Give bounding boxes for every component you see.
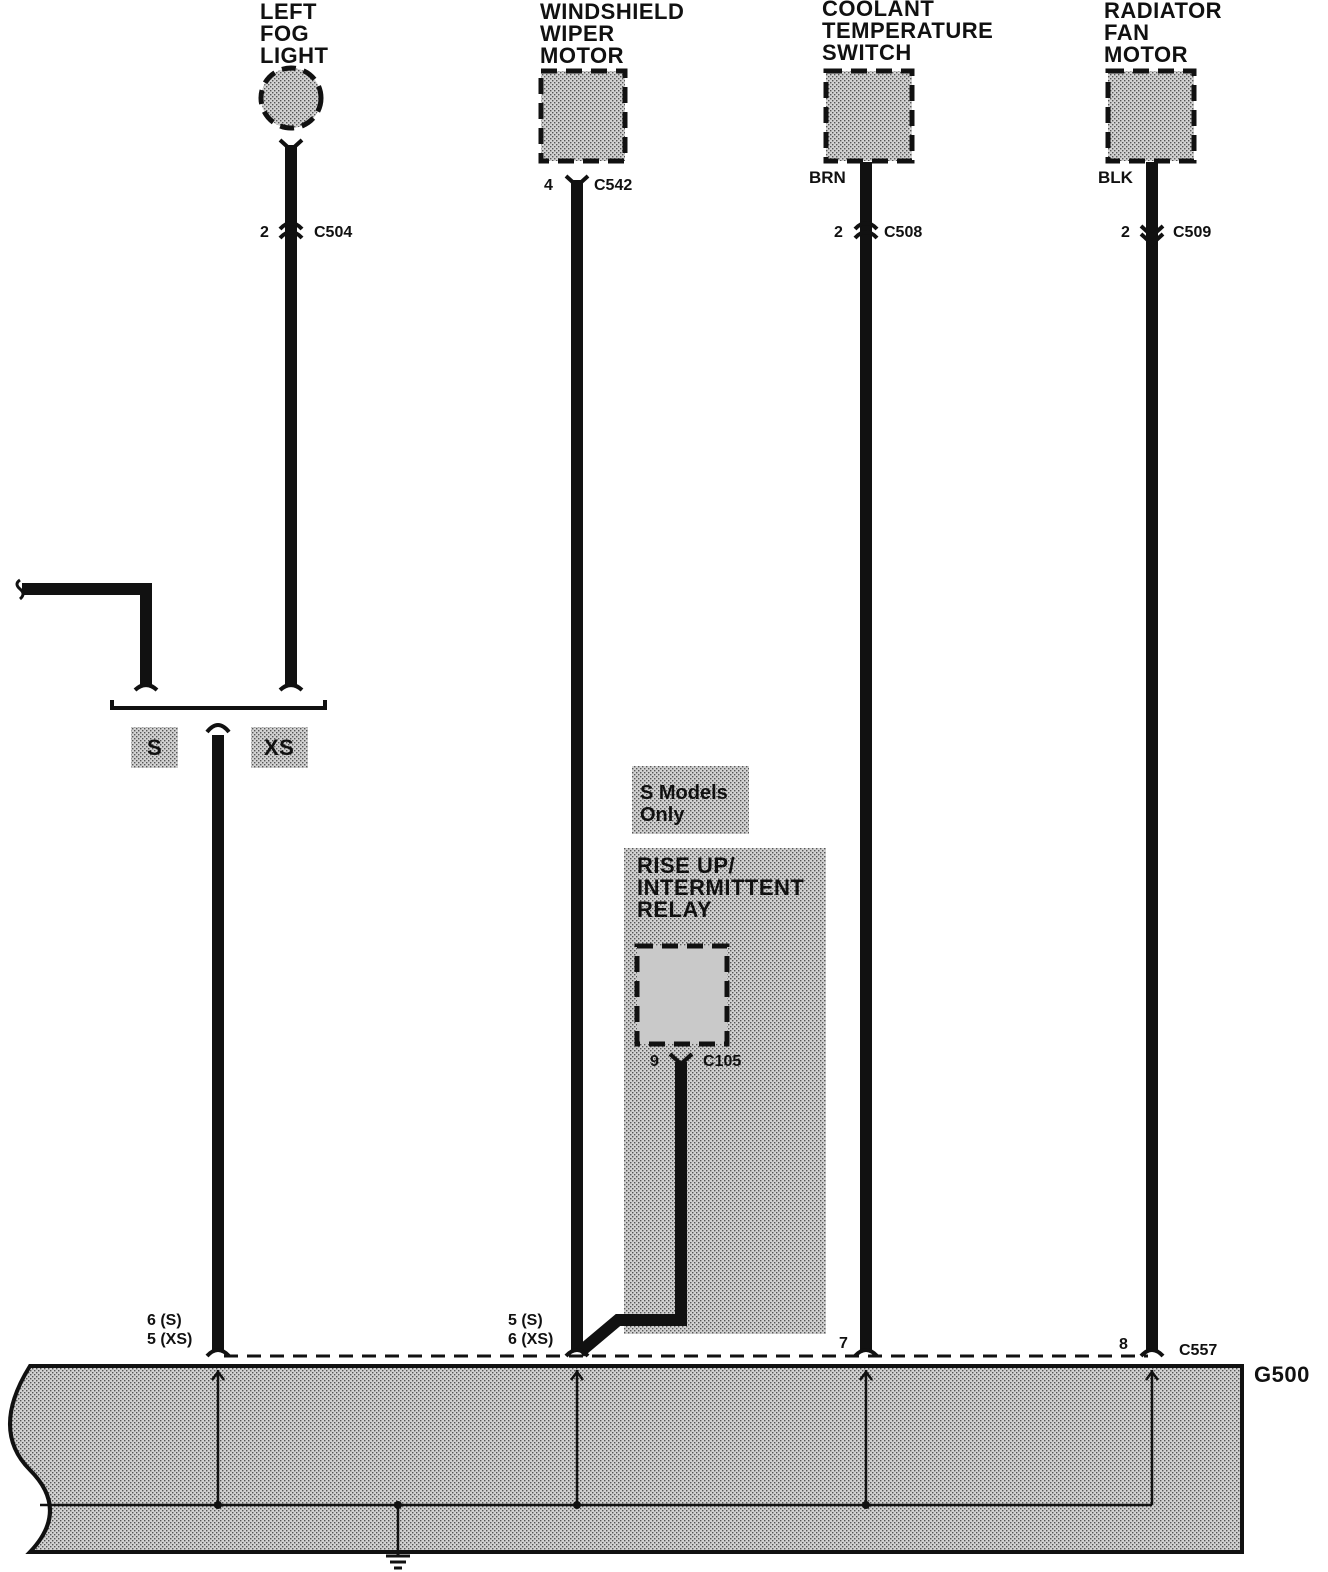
relay-symbol (634, 943, 730, 1047)
s-model-feed-wire (22, 583, 152, 686)
relay-region (624, 848, 826, 1334)
ground-bus-arrows (211, 1369, 1159, 1381)
splice-bar (110, 683, 327, 734)
c508-label: C508 (884, 224, 922, 241)
coolant-temperature-switch-symbol (823, 68, 915, 164)
s-models-note-box (632, 766, 749, 834)
xs-label-box (251, 727, 308, 768)
s-models-note: S Models Only (640, 782, 733, 826)
c557-pin-wiper: 5 (S) 6 (XS) (508, 1312, 553, 1348)
connector-c509-icon (1139, 224, 1165, 247)
ground-bus-g500 (8, 1364, 1244, 1554)
windshield-wiper-motor-label: WINDSHIELD WIPER MOTOR (540, 0, 691, 68)
fog-light-top-connector-icon (278, 138, 304, 153)
coolant-wire-color: BRN (809, 168, 846, 187)
connector-c105-icon (668, 1052, 694, 1067)
radiator-fan-motor-label: RADIATOR FAN MOTOR (1104, 0, 1229, 67)
c557-pin-fog: 6 (S) 5 (XS) (147, 1312, 192, 1348)
s-label: S (147, 735, 162, 760)
relay-wire (576, 1062, 687, 1357)
relay-label: RISE UP/ INTERMITTENT RELAY (637, 853, 811, 922)
connector-c542-icon (564, 174, 590, 189)
wire-break-icon (15, 578, 25, 601)
connector-c504-icon (278, 221, 304, 240)
ground-bus-junctions (214, 1501, 870, 1509)
c105-label: C105 (703, 1053, 741, 1070)
left-fog-light-symbol (258, 65, 324, 131)
c504-label: C504 (314, 224, 352, 241)
c557-pin-fan: 8 (1119, 1336, 1128, 1353)
fan-wire-color: BLK (1098, 168, 1134, 187)
c504-pin: 2 (260, 224, 269, 241)
coolant-temperature-switch-label: COOLANT TEMPERATURE SWITCH (822, 0, 1000, 65)
c557-label: C557 (1179, 1342, 1217, 1359)
s-label-box (131, 727, 178, 768)
c542-label: C542 (594, 177, 632, 194)
c105-pin: 9 (650, 1053, 659, 1070)
connector-c508-icon (853, 221, 879, 240)
c509-pin: 2 (1121, 224, 1130, 241)
c542-pin: 4 (544, 177, 553, 194)
radiator-fan-motor-symbol (1105, 68, 1197, 164)
ground-icon (386, 1550, 410, 1570)
windshield-wiper-motor-symbol (538, 68, 628, 164)
c557-pin-icons (205, 1348, 1165, 1358)
c509-label: C509 (1173, 224, 1211, 241)
c557-pin-coolant: 7 (839, 1335, 848, 1352)
ground-bus-traces (40, 1370, 1154, 1550)
ground-label: G500 (1254, 1362, 1310, 1387)
c508-pin: 2 (834, 224, 843, 241)
left-fog-light-label: LEFT FOG LIGHT (260, 0, 329, 68)
xs-label: XS (264, 735, 294, 760)
